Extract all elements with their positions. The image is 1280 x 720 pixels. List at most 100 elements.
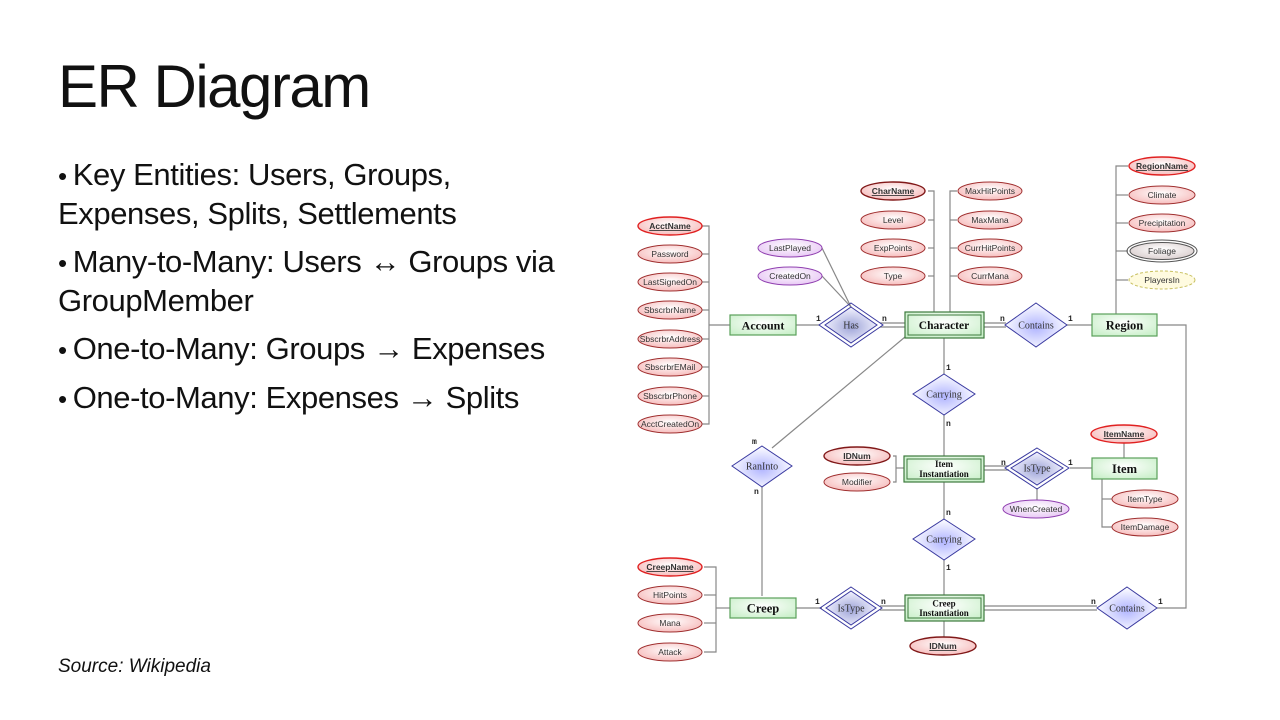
svg-text:Contains: Contains xyxy=(1018,321,1054,332)
attribute-lastsignedon[interactable]: LastSignedOn xyxy=(637,272,703,292)
attribute-maxhitpoints[interactable]: MaxHitPoints xyxy=(957,181,1023,201)
attribute-charname[interactable]: CharName xyxy=(860,181,926,201)
attribute-currmana[interactable]: CurrMana xyxy=(957,266,1023,286)
bullet-item: •One-to-Many: Groups → Expenses xyxy=(58,330,598,369)
svg-text:LastPlayed: LastPlayed xyxy=(769,243,811,253)
svg-text:Item: Item xyxy=(935,459,953,469)
attribute-type[interactable]: Type xyxy=(860,266,926,286)
slide-title: ER Diagram xyxy=(58,53,371,120)
cardinality-label: n xyxy=(882,315,887,324)
svg-text:Account: Account xyxy=(742,319,785,333)
attribute-acctcreatedon[interactable]: AcctCreatedOn xyxy=(637,414,703,434)
attribute-maxmana[interactable]: MaxMana xyxy=(957,210,1023,230)
entity-account[interactable]: Account xyxy=(729,314,797,336)
entity-region[interactable]: Region xyxy=(1091,313,1158,337)
attribute-sbscrbremail[interactable]: SbscrbrEMail xyxy=(637,357,703,377)
svg-text:SbscrbrEMail: SbscrbrEMail xyxy=(645,362,696,372)
entity-creep[interactable]: Creep xyxy=(729,597,797,619)
svg-text:Mana: Mana xyxy=(659,618,681,628)
source-caption: Source: Wikipedia xyxy=(58,656,211,677)
cardinality-label: n xyxy=(1000,315,1005,324)
svg-text:Character: Character xyxy=(919,320,969,332)
attribute-modifier[interactable]: Modifier xyxy=(823,472,891,492)
svg-text:ItemName: ItemName xyxy=(1104,429,1145,439)
svg-text:Carrying: Carrying xyxy=(926,535,962,546)
attribute-regionname[interactable]: RegionName xyxy=(1128,156,1196,176)
svg-text:Item: Item xyxy=(1112,462,1138,476)
cardinality-label: 1 xyxy=(946,564,951,573)
entity-character[interactable]: Character xyxy=(904,311,985,339)
attribute-itemdamage[interactable]: ItemDamage xyxy=(1111,517,1179,537)
attribute-password[interactable]: Password xyxy=(637,244,703,264)
attribute-itemtype[interactable]: ItemType xyxy=(1111,489,1179,509)
attribute-idnum-item[interactable]: IDNum xyxy=(823,446,891,466)
attribute-lastplayed[interactable]: LastPlayed xyxy=(757,238,823,258)
svg-text:MaxMana: MaxMana xyxy=(971,215,1009,225)
cardinality-label: n xyxy=(881,598,886,607)
relationship-istype-creep[interactable]: IsType xyxy=(819,586,883,630)
bullet-text: One-to-Many: Groups → Expenses xyxy=(72,331,546,366)
relationship-contains-bottom[interactable]: Contains xyxy=(1096,586,1158,630)
bullet-item: •One-to-Many: Expenses → Splits xyxy=(58,379,598,418)
bullet-text: Key Entities: Users, Groups, Expenses, S… xyxy=(58,157,457,231)
attribute-sbscrbrname[interactable]: SbscrbrName xyxy=(637,300,703,320)
attribute-whencreated[interactable]: WhenCreated xyxy=(1002,499,1070,519)
entity-creep-instantiation[interactable]: Creep Instantiation xyxy=(904,594,985,622)
entity-item-instantiation[interactable]: Item Instantiation xyxy=(903,455,985,483)
svg-text:IsType: IsType xyxy=(837,604,865,615)
bullet-item: •Key Entities: Users, Groups, Expenses, … xyxy=(58,156,598,233)
attribute-itemname[interactable]: ItemName xyxy=(1090,424,1158,444)
bullet-icon: • xyxy=(58,248,67,278)
bullet-text: Many-to-Many: Users ↔ Groups via GroupMe… xyxy=(58,244,555,318)
bullet-icon: • xyxy=(58,335,67,365)
svg-text:CurrHitPoints: CurrHitPoints xyxy=(965,243,1016,253)
attribute-attack[interactable]: Attack xyxy=(637,642,703,662)
attribute-idnum-creep[interactable]: IDNum xyxy=(909,636,977,656)
svg-text:LastSignedOn: LastSignedOn xyxy=(643,277,697,287)
svg-text:Contains: Contains xyxy=(1109,604,1145,615)
relationship-has[interactable]: Has xyxy=(818,302,884,348)
svg-text:SbscrbrPhone: SbscrbrPhone xyxy=(643,391,697,401)
entity-item[interactable]: Item xyxy=(1091,457,1158,480)
svg-text:ItemType: ItemType xyxy=(1128,494,1163,504)
character-attributes: CharName Level ExpPoints Type MaxHitPoin… xyxy=(860,181,1023,286)
relationship-carrying-bottom[interactable]: Carrying xyxy=(912,518,976,561)
cardinality-label: 1 xyxy=(816,315,821,324)
cardinality-label: m xyxy=(752,438,757,447)
svg-text:IDNum: IDNum xyxy=(843,451,871,461)
svg-text:Precipitation: Precipitation xyxy=(1139,218,1186,228)
attribute-climate[interactable]: Climate xyxy=(1128,185,1196,205)
attribute-hitpoints[interactable]: HitPoints xyxy=(637,585,703,605)
attribute-sbscrbrphone[interactable]: SbscrbrPhone xyxy=(637,386,703,406)
svg-text:RanInto: RanInto xyxy=(746,462,778,473)
attribute-acctname[interactable]: AcctName xyxy=(637,216,703,236)
svg-text:IsType: IsType xyxy=(1023,464,1051,475)
region-attributes: RegionName Climate Precipitation Foliage… xyxy=(1126,156,1198,290)
attribute-creepname[interactable]: CreepName xyxy=(637,557,703,577)
svg-text:Instantiation: Instantiation xyxy=(919,608,969,618)
svg-text:AcctName: AcctName xyxy=(649,221,691,231)
cardinality-label: n xyxy=(1001,459,1006,468)
relationship-istype-item[interactable]: IsType xyxy=(1004,447,1070,490)
svg-text:Type: Type xyxy=(884,271,903,281)
creep-attributes: CreepName HitPoints Mana Attack xyxy=(637,557,703,662)
attribute-precipitation[interactable]: Precipitation xyxy=(1128,213,1196,233)
attribute-foliage[interactable]: Foliage xyxy=(1126,239,1198,263)
attribute-sbscrbraddress[interactable]: SbscrbrAddress xyxy=(637,329,703,349)
cardinality-label: n xyxy=(946,509,951,518)
svg-text:Modifier: Modifier xyxy=(842,477,872,487)
attribute-mana[interactable]: Mana xyxy=(637,613,703,633)
relationship-raninto[interactable]: RanInto xyxy=(731,445,793,488)
cardinality-label: 1 xyxy=(1158,598,1163,607)
attribute-exppoints[interactable]: ExpPoints xyxy=(860,238,926,258)
attribute-currhitpoints[interactable]: CurrHitPoints xyxy=(957,238,1023,258)
attribute-level[interactable]: Level xyxy=(860,210,926,230)
relationship-carrying-top[interactable]: Carrying xyxy=(912,373,976,416)
svg-text:MaxHitPoints: MaxHitPoints xyxy=(965,186,1015,196)
account-attributes: AcctName Password LastSignedOn SbscrbrNa… xyxy=(637,216,703,434)
relationship-contains-top[interactable]: Contains xyxy=(1004,302,1068,348)
svg-text:Attack: Attack xyxy=(658,647,682,657)
attribute-playersin[interactable]: PlayersIn xyxy=(1128,270,1196,290)
attribute-createdon[interactable]: CreatedOn xyxy=(757,266,823,286)
